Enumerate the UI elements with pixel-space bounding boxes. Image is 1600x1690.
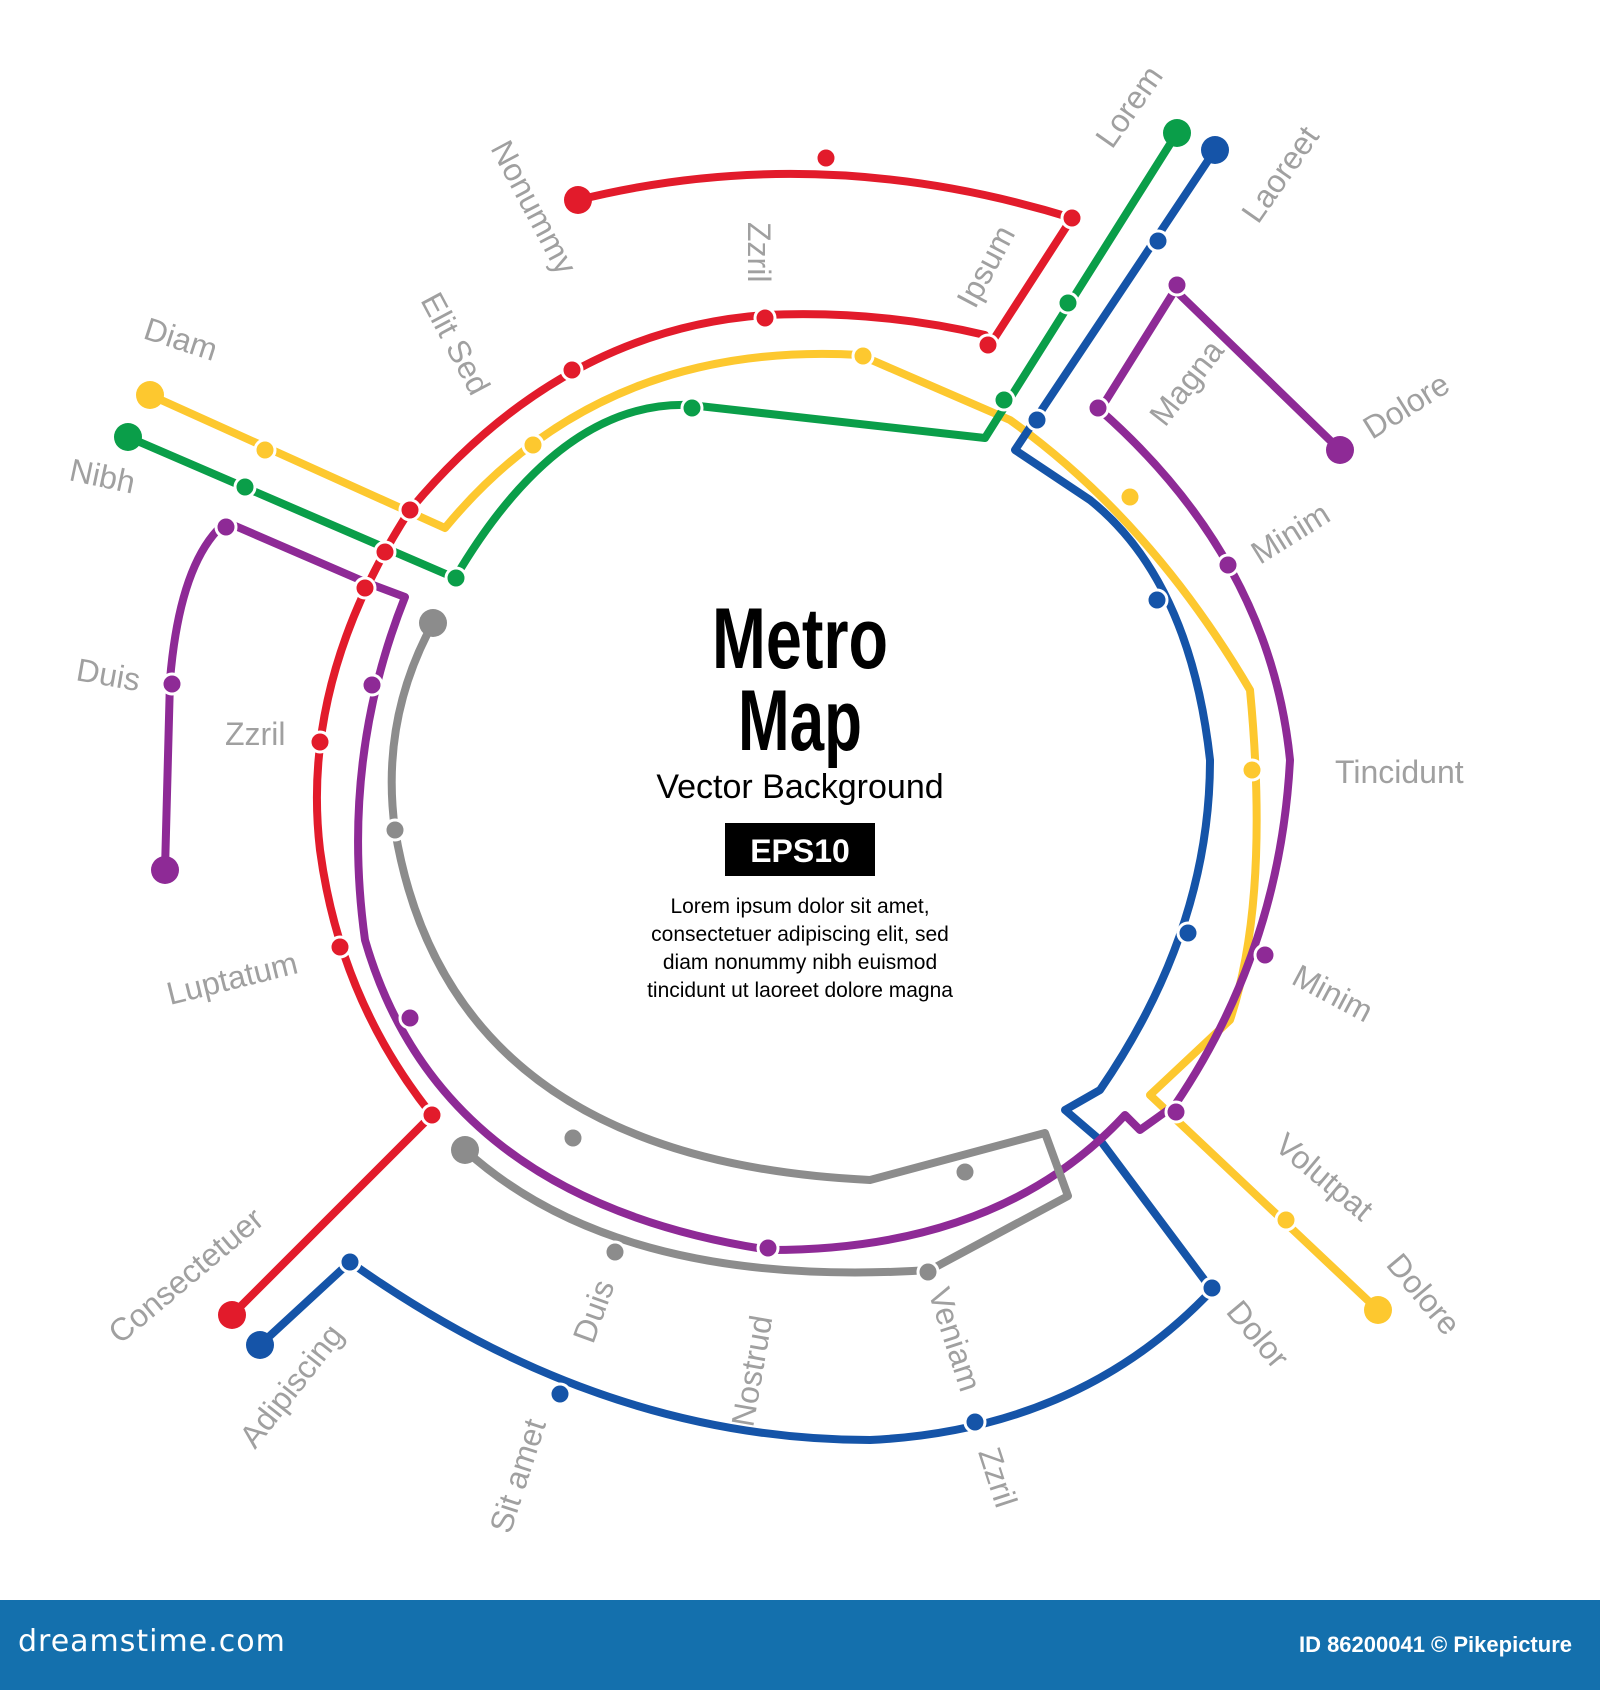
description-line-1: Lorem ipsum dolor sit amet, [670, 895, 929, 918]
label-minim-bottom: Minim [1287, 957, 1379, 1029]
label-laoreet: Laoreet [1234, 119, 1326, 229]
label-lorem: Lorem [1088, 59, 1170, 154]
description-line-2: consectetuer adipiscing elit, sed [651, 923, 949, 946]
label-luptatum: Luptatum [163, 945, 301, 1012]
title-line-1: Metro [712, 591, 888, 687]
station-dots [160, 146, 1298, 1434]
label-elit-sed: Elit Sed [414, 286, 498, 400]
red-line-ring [228, 310, 994, 1319]
label-ipsum: Ipsum [949, 219, 1022, 313]
label-veniam: Veniam [921, 1283, 988, 1396]
label-minim-top: Minim [1245, 495, 1336, 571]
label-diam: Diam [140, 310, 222, 367]
footer-image-id: ID 86200041 © Pikepicture [1298, 1632, 1572, 1657]
description-line-3: diam nonummy nibh euismod [663, 951, 937, 974]
label-nibh: Nibh [67, 452, 139, 501]
green-line [124, 129, 1181, 582]
label-duis-bottom: Duis [566, 1275, 622, 1347]
description-line-4: tincidunt ut laoreet dolore magna [647, 979, 953, 1002]
label-zzril-top: Zzril [741, 222, 777, 282]
red-line-outer-arc [574, 169, 1076, 349]
badge-label: EPS10 [750, 833, 850, 869]
label-tincidunt: Tincidunt [1335, 754, 1464, 790]
footer-logo[interactable]: dreamstime.com [18, 1624, 286, 1659]
label-dolore-top: Dolore [1357, 365, 1456, 445]
subtitle: Vector Background [656, 768, 943, 806]
center-block: Metro Map Vector Background EPS10 Lorem … [647, 591, 953, 1002]
title-line-2: Map [738, 673, 862, 769]
label-consectetuer: Consectetuer [101, 1200, 270, 1350]
footer-bar: dreamstime.com ID 86200041 © Pikepicture [0, 1600, 1600, 1690]
yellow-line [146, 349, 1382, 1314]
label-magna: Magna [1142, 333, 1231, 432]
label-sit-amet: Sit amet [482, 1414, 553, 1537]
label-zzril-bottom: Zzril [971, 1443, 1024, 1512]
label-zzril-left: Zzril [225, 716, 285, 752]
label-nostrud: Nostrud [724, 1313, 779, 1430]
badge-background [725, 823, 875, 876]
label-dolore-bottom: Dolore [1380, 1246, 1468, 1341]
label-dolor: Dolor [1220, 1293, 1297, 1375]
terminal-dots [114, 119, 1392, 1359]
label-duis-left: Duis [74, 651, 143, 698]
gray-line-ring [387, 619, 1072, 1277]
metro-map: Nonummy Lorem Laoreet Zzril Ipsum Elit S… [67, 59, 1468, 1537]
